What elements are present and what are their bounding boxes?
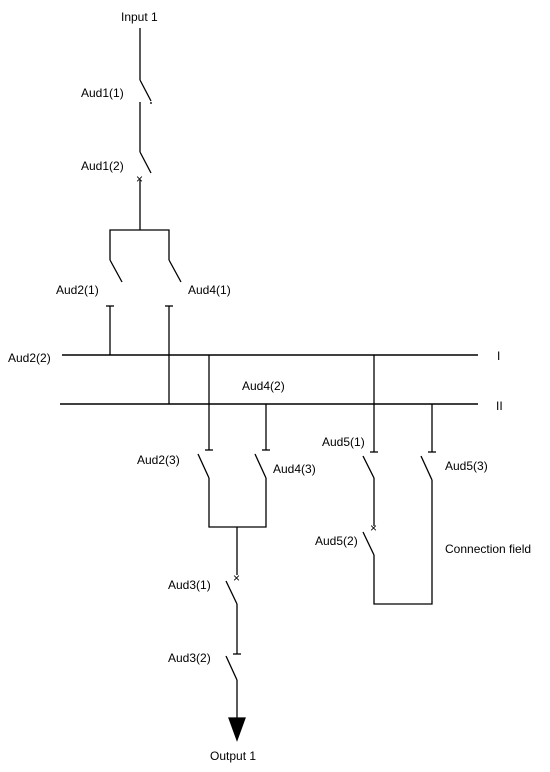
aud3-1-label: Aud3(1) xyxy=(168,578,211,592)
aud2-2-label: Aud2(2) xyxy=(8,351,51,365)
aud2-1-label: Aud2(1) xyxy=(56,283,99,297)
connection-field-loop xyxy=(373,480,433,605)
aud1-2-switch-blade xyxy=(139,151,152,174)
aud2-3-switch-blade xyxy=(197,453,210,479)
aud4-1-switch-blade xyxy=(168,259,182,283)
aud3-1-switch-blade xyxy=(225,580,238,605)
aud5-1-label: Aud5(1) xyxy=(322,435,365,449)
input-label: Input 1 xyxy=(121,10,158,24)
aud1-2-breaker-mark: × xyxy=(136,172,143,186)
aud4-1-label: Aud4(1) xyxy=(188,283,231,297)
aud4-3-label: Aud4(3) xyxy=(273,462,316,476)
aud5-1-switch-blade xyxy=(362,455,375,479)
aud5-3-switch-blade xyxy=(420,455,433,481)
aud3-2-switch-blade xyxy=(225,655,238,681)
aud1-1-switch-blade xyxy=(139,79,152,102)
output-label: Output 1 xyxy=(210,749,256,763)
aud1-1-label: Aud1(1) xyxy=(81,86,124,100)
aud3-2-label: Aud3(2) xyxy=(168,651,211,665)
connection-field-label: Connection field xyxy=(445,542,531,556)
busbar-2-label: II xyxy=(496,399,503,413)
busbar-1-label: I xyxy=(497,349,500,363)
aud1-2-label: Aud1(2) xyxy=(81,159,124,173)
aud2-3-label: Aud2(3) xyxy=(137,453,180,467)
aud4-2-label: Aud4(2) xyxy=(242,379,285,393)
output-arrow-icon xyxy=(228,717,246,742)
aud2-1-switch-blade xyxy=(109,259,123,283)
aud5-2-breaker-mark: × xyxy=(370,521,377,535)
branch-top xyxy=(109,229,170,260)
aud4-3-switch-blade xyxy=(254,453,267,479)
aud5-2-switch-blade xyxy=(362,531,375,556)
aud5-3-label: Aud5(3) xyxy=(445,459,488,473)
output-branch-join xyxy=(208,478,267,528)
aud5-2-label: Aud5(2) xyxy=(315,534,358,548)
aud3-1-breaker-mark: × xyxy=(233,571,240,585)
